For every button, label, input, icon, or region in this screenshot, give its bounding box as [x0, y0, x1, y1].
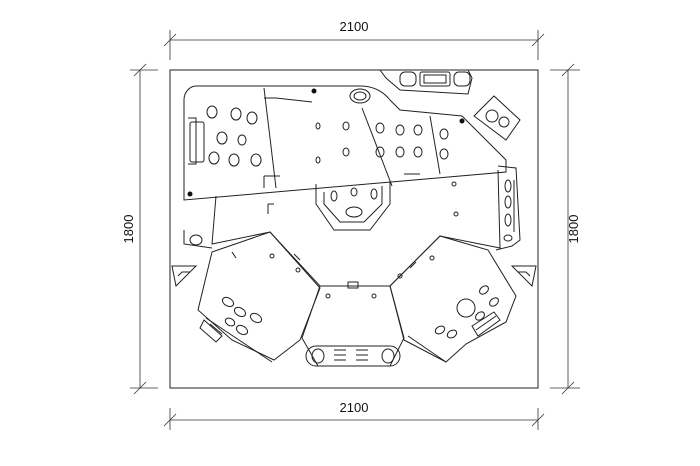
- dimension-right-label: 1800: [566, 215, 581, 244]
- right-side-seat: [495, 165, 521, 251]
- control-panel: [379, 69, 473, 95]
- dimension-bottom-label: 2100: [340, 400, 369, 415]
- seat-bottom-center: [301, 281, 405, 367]
- seat-bottom-left: [197, 231, 321, 363]
- dimension-top: 2100: [163, 19, 545, 60]
- dimension-top-label: 2100: [340, 19, 369, 34]
- dimension-left: 1800: [121, 63, 158, 395]
- dimension-right: 1800: [550, 63, 581, 395]
- lounger-seat: [183, 85, 507, 201]
- dimension-bottom: 2100: [163, 400, 545, 430]
- corner-cupholder-top-right: [473, 95, 521, 141]
- left-side-seat: [183, 230, 213, 249]
- footwell: [211, 169, 501, 287]
- dimension-left-label: 1800: [121, 215, 136, 244]
- seat-bottom-right: [389, 235, 517, 363]
- corner-fillets: [171, 265, 537, 288]
- tub-outer-shell: [169, 69, 539, 389]
- lounger-jets: [187, 88, 465, 197]
